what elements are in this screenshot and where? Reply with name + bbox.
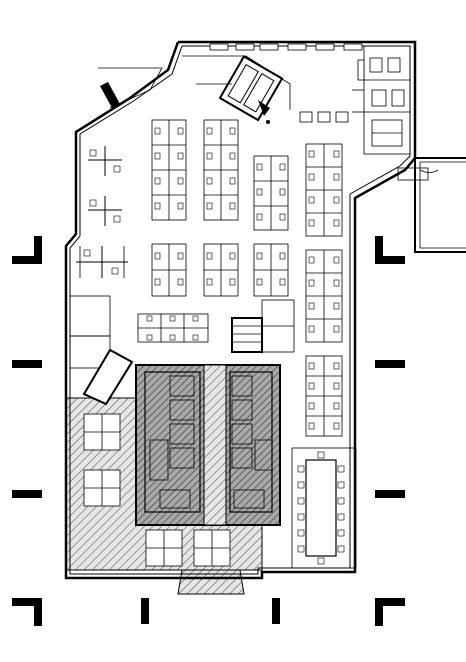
building-core bbox=[135, 364, 281, 526]
column-marker-icon bbox=[141, 598, 149, 624]
building-envelope bbox=[64, 40, 417, 580]
desk-cluster-west bbox=[76, 146, 128, 278]
desk-cluster-col-d bbox=[305, 143, 343, 437]
desk-cluster-col-b bbox=[203, 119, 239, 221]
corner-marker-icon bbox=[375, 236, 405, 264]
window-panels bbox=[83, 413, 231, 567]
column-marker-icon bbox=[375, 490, 405, 498]
east-connector bbox=[397, 157, 466, 253]
core-shafts bbox=[149, 375, 273, 509]
west-offices bbox=[69, 295, 134, 406]
corner-markers bbox=[12, 236, 405, 626]
column-marker-icon bbox=[12, 490, 42, 498]
corner-marker-icon bbox=[375, 598, 405, 626]
desk-cluster-col-c bbox=[253, 155, 289, 231]
desk-cluster-mid bbox=[137, 243, 289, 343]
conference-room bbox=[291, 447, 357, 569]
workstation-clusters bbox=[76, 119, 343, 437]
column-marker-icon bbox=[272, 598, 280, 624]
column-marker-icon bbox=[12, 360, 42, 368]
corner-marker-icon bbox=[12, 598, 42, 626]
column-marker-icon bbox=[375, 360, 405, 368]
break-room bbox=[98, 43, 365, 124]
column-markers bbox=[12, 360, 405, 624]
northeast-service-area bbox=[352, 45, 411, 155]
desk-cluster-col-a bbox=[151, 119, 187, 221]
corner-marker-icon bbox=[12, 236, 42, 264]
central-stair bbox=[231, 299, 295, 353]
